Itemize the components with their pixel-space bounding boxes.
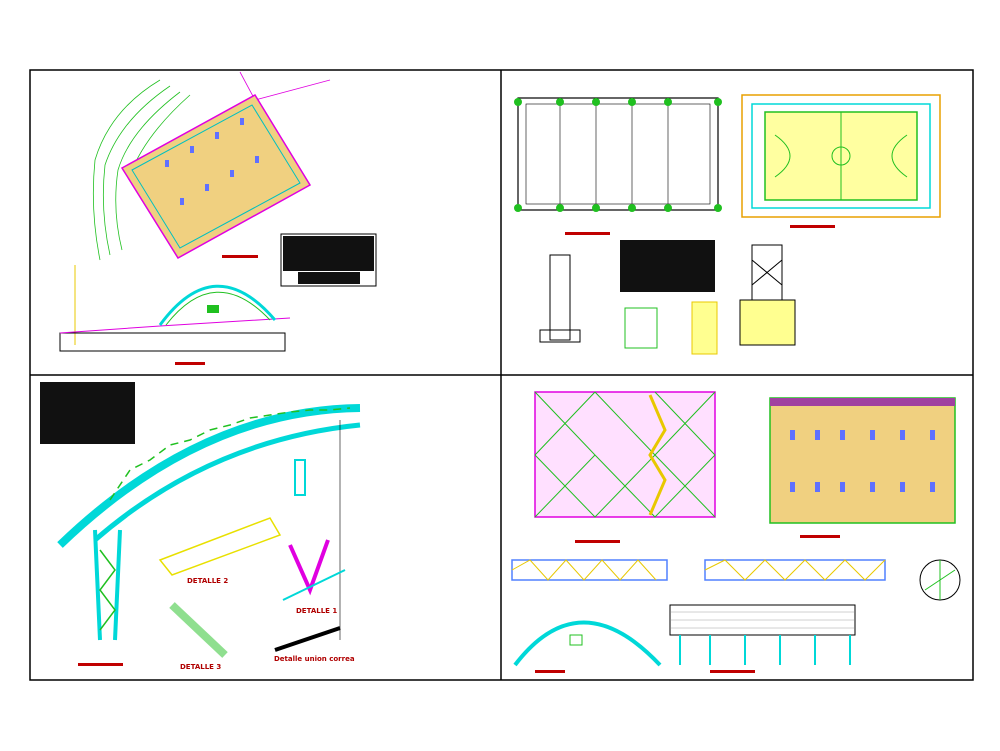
detalle-3-label: DETALLE 3 xyxy=(180,663,221,671)
roof-plan xyxy=(769,397,956,538)
detalle-union-label: Detalle union correa xyxy=(274,655,355,663)
column-details xyxy=(539,240,796,355)
detalle-1-label: DETALLE 1 xyxy=(296,607,337,615)
arch-truss-elevation xyxy=(40,382,361,666)
foundation-plan xyxy=(514,97,722,235)
detalle-2-label: DETALLE 2 xyxy=(187,577,228,585)
detail-drawings xyxy=(158,459,346,658)
title-block-table xyxy=(280,233,377,287)
roof-bracing-plan xyxy=(534,391,716,543)
purlin-elevations xyxy=(511,559,961,601)
section-elevations xyxy=(513,604,856,673)
site-plan xyxy=(92,71,331,261)
site-section xyxy=(59,265,291,365)
court-plan xyxy=(741,94,941,228)
